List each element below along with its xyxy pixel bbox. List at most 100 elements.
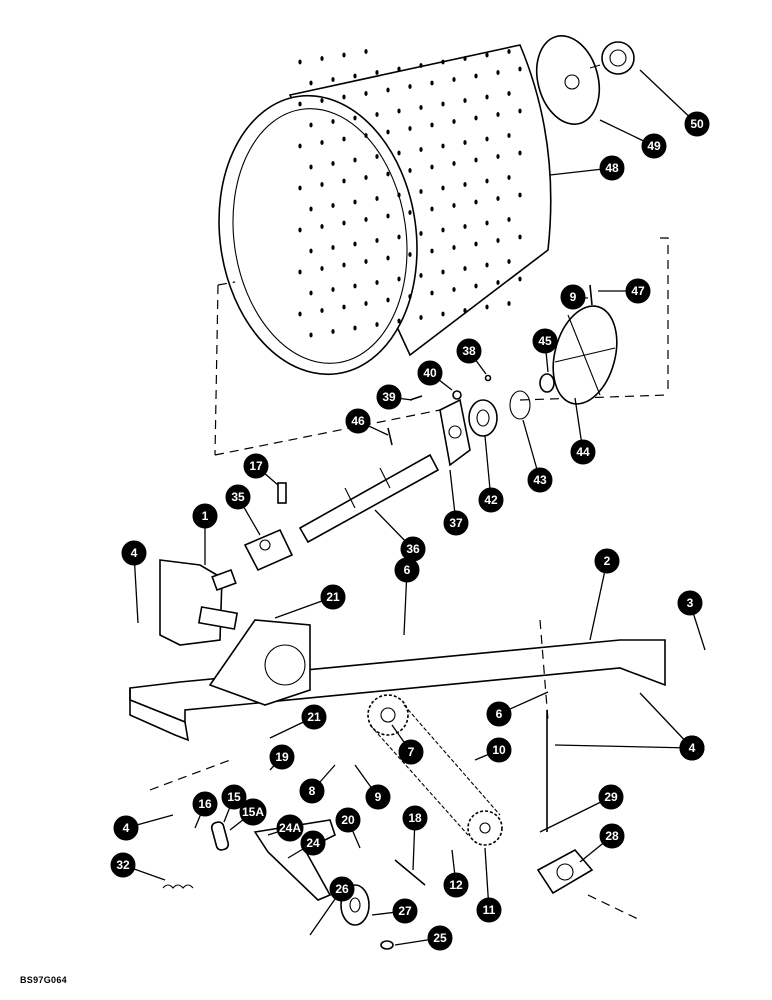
leader-line (589, 560, 608, 641)
callout-number: 38 (462, 344, 476, 358)
callout-28: 28 (599, 823, 625, 849)
callout-number: 6 (404, 563, 411, 577)
callout-number: 20 (341, 813, 355, 827)
callout-number: 12 (449, 878, 463, 892)
callout-9: 9 (560, 284, 586, 310)
drum-hole (485, 136, 489, 142)
callout-circle (599, 823, 625, 849)
callout-number: 49 (647, 139, 661, 153)
callout-number: 4 (131, 546, 138, 560)
callout-circle (625, 278, 651, 304)
drum-hole (298, 311, 302, 317)
drum-hole (298, 185, 302, 191)
callout-6: 6 (394, 557, 420, 583)
drum-hole (331, 329, 335, 334)
pin-38-part (484, 374, 492, 382)
callout-35: 35 (225, 484, 251, 510)
chain-part (369, 704, 501, 836)
drum-hole (298, 269, 302, 275)
drum-hole (518, 276, 522, 282)
callout-circle (443, 872, 469, 898)
drum-holes (298, 49, 522, 338)
callout-15: 15 (221, 784, 247, 810)
drum-hole (375, 238, 379, 243)
drum-hole (474, 199, 478, 205)
drum-hole (463, 224, 467, 229)
drum-hole (518, 234, 522, 240)
drum-hole (364, 301, 368, 306)
drum-hole (375, 112, 379, 117)
callout-circle (532, 328, 558, 354)
callout-number: 7 (408, 745, 415, 759)
drum-hole (386, 255, 390, 261)
callout-number: 3 (687, 596, 694, 610)
flange-part (439, 398, 471, 467)
drum-hole (342, 94, 346, 100)
leader-line (639, 692, 693, 749)
callout-circle (365, 784, 391, 810)
spider-part (552, 305, 618, 405)
drum-hole (397, 150, 401, 156)
drum-hole (375, 70, 379, 75)
callout-circle (560, 284, 586, 310)
callout-circle (239, 798, 267, 826)
drum-hole (309, 290, 313, 296)
drum-hole (441, 185, 445, 191)
drum-hole (320, 266, 324, 271)
drum-hole (342, 220, 346, 226)
gearbox-part (159, 559, 239, 646)
callout-number: 28 (605, 829, 619, 843)
drum-hole (298, 101, 302, 107)
drum-hole (397, 108, 401, 114)
drum-hole (331, 77, 335, 82)
drum-hole (342, 52, 346, 58)
callout-number: 9 (570, 290, 577, 304)
callout-48: 48 (599, 155, 625, 181)
drum-hole (353, 241, 357, 247)
callout-19: 19 (269, 744, 295, 770)
drum-hole (386, 297, 390, 303)
shaft-stub-part (587, 894, 641, 921)
drum-hole (485, 178, 489, 184)
callout-circle (269, 744, 295, 770)
callout-circle (599, 155, 625, 181)
callout-number: 50 (690, 117, 704, 131)
callout-44: 44 (570, 439, 596, 465)
callout-26: 26 (329, 876, 355, 902)
callout-number: 37 (449, 516, 463, 530)
leader-line (554, 744, 693, 749)
spring-part (162, 884, 194, 889)
callout-number: 27 (398, 904, 412, 918)
callout-circle (192, 503, 218, 529)
drum-hole (441, 311, 445, 317)
drum-hole (463, 56, 467, 61)
drum-hole (375, 154, 379, 159)
callout-20: 20 (335, 807, 361, 833)
drum-hole (375, 280, 379, 285)
drum-hole (375, 196, 379, 201)
callout-circle (113, 815, 139, 841)
callout-4: 4 (679, 735, 705, 761)
leader-line (539, 796, 612, 833)
callout-circle (225, 484, 251, 510)
bolt-17-part (277, 482, 287, 504)
drum-hole (419, 105, 423, 110)
drum-hole (298, 59, 302, 65)
callout-circle (110, 852, 136, 878)
callout-circle (598, 784, 624, 810)
drum-hole (441, 59, 445, 65)
coupler-part (243, 528, 294, 572)
drum-hole (353, 283, 357, 289)
callout-number: 47 (631, 284, 645, 298)
drum-hole (320, 182, 324, 187)
drum-hole (353, 325, 357, 331)
callout-11: 11 (476, 897, 502, 923)
drum-hole (408, 126, 412, 131)
drum-hole (485, 94, 489, 100)
drum-hole (342, 262, 346, 268)
pin-15-part (210, 821, 230, 851)
callout-32: 32 (110, 852, 136, 878)
frame-bar-part (129, 619, 666, 742)
callout-18: 18 (402, 805, 428, 831)
